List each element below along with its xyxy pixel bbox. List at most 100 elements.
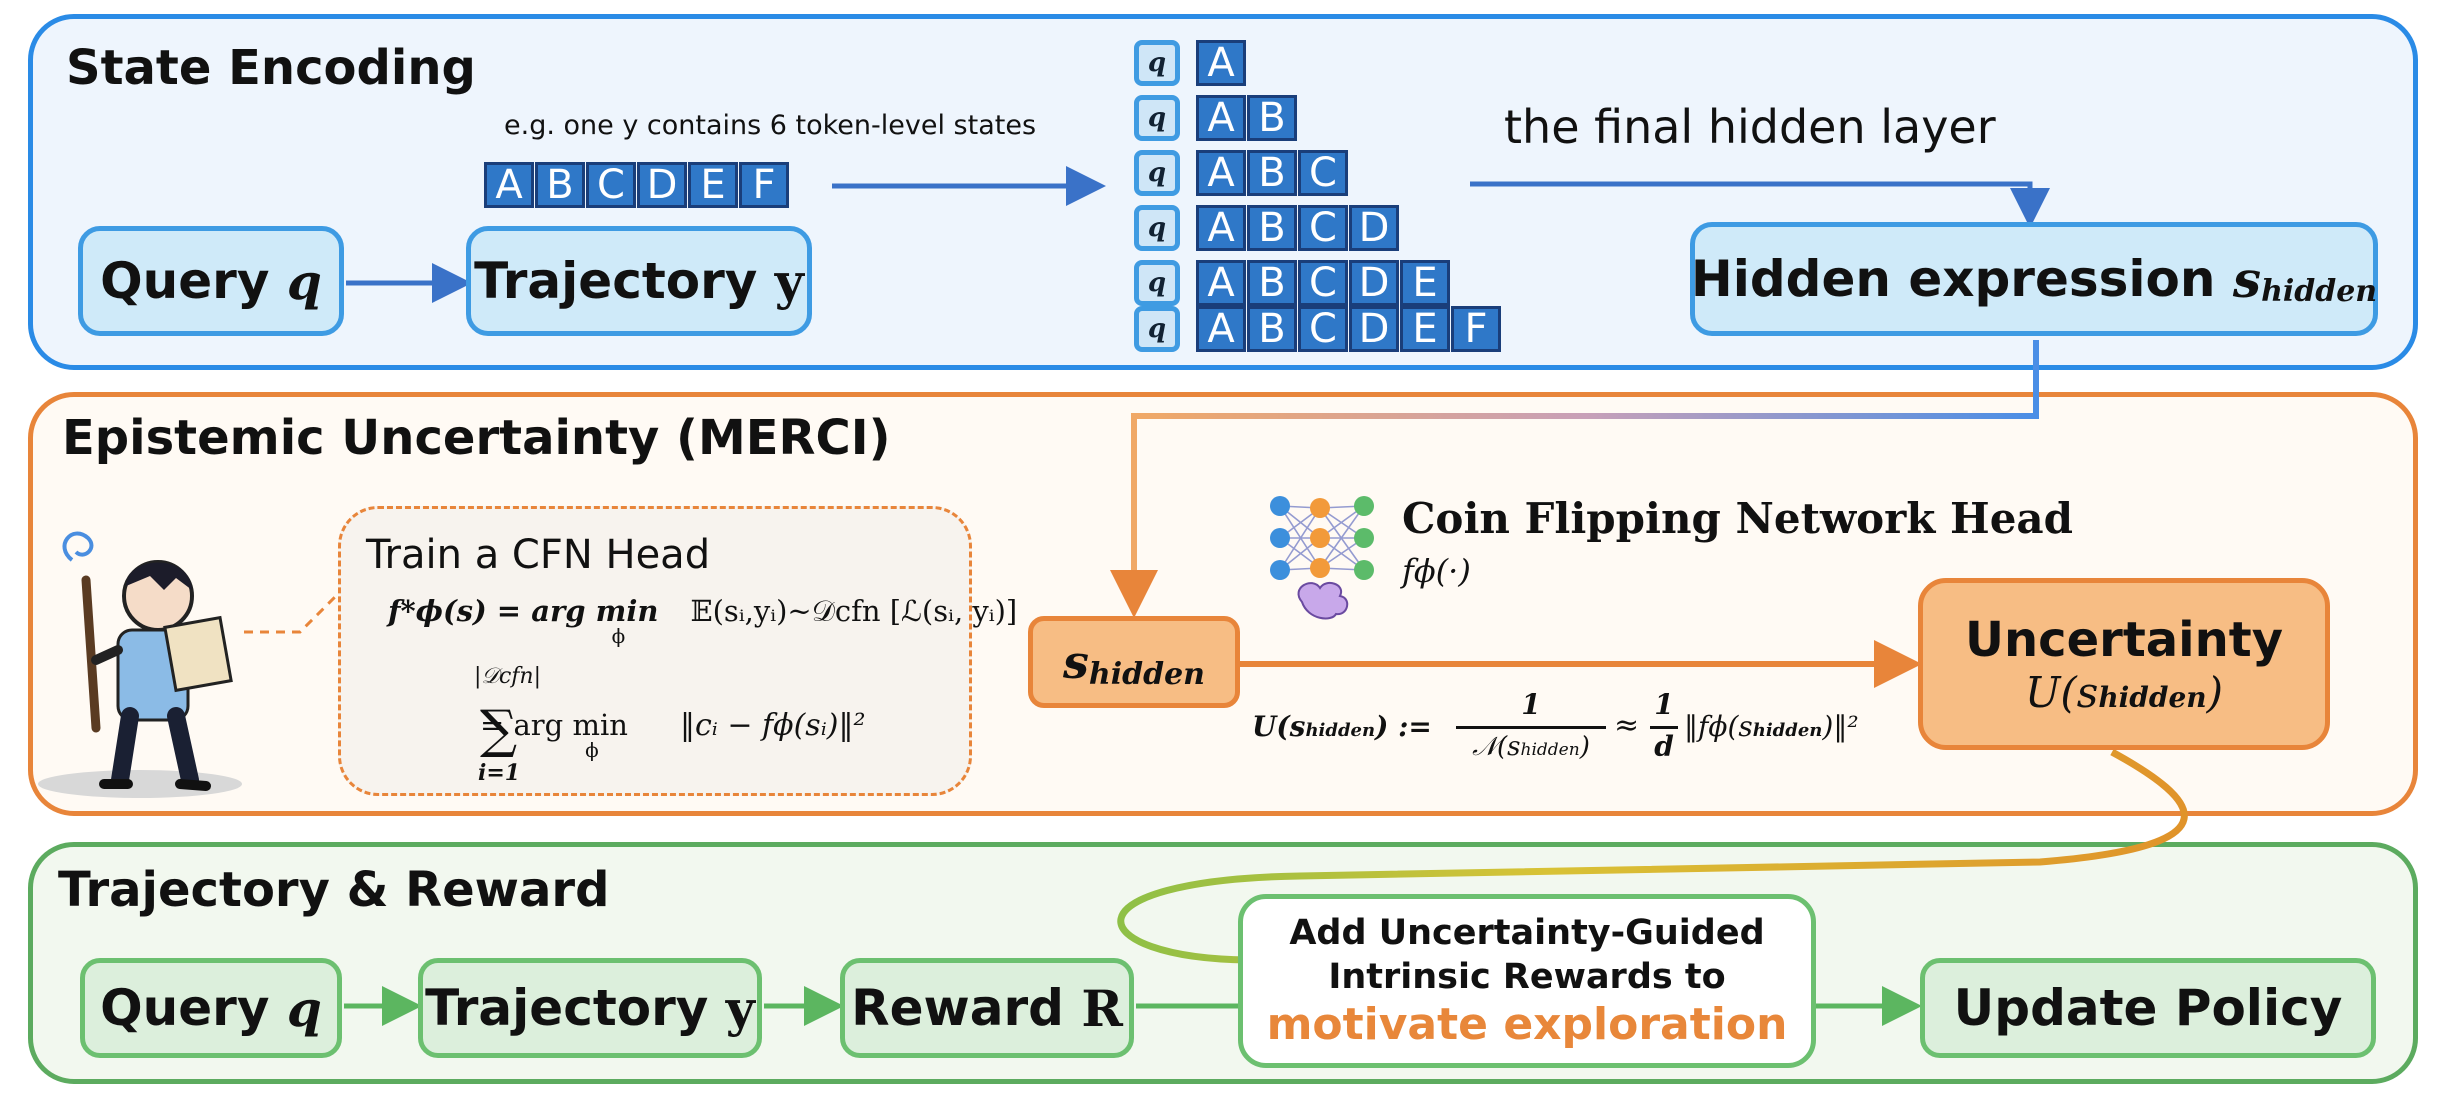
token: A <box>1196 205 1246 251</box>
prefix-row-5: A B C D E <box>1196 260 1451 306</box>
intrinsic-line-2: Intrinsic Rewards to <box>1328 957 1726 997</box>
cfn-eq1-sub: ϕ <box>611 624 626 648</box>
token: B <box>535 162 585 208</box>
section-title-uncertainty: Epistemic Uncertainty (MERCI) <box>62 410 891 466</box>
cfn-sum-bottom: i=1 <box>478 760 521 786</box>
u-frac1-den: 𝒩(shidden) <box>1472 732 1590 762</box>
token: C <box>586 162 636 208</box>
network-title: Coin Flipping Network Head <box>1402 494 2074 543</box>
u-norm-end: )‖² <box>1822 710 1859 743</box>
prefix-query-token: q <box>1134 260 1180 306</box>
u-norm-text: ‖fϕ(s <box>1684 710 1753 743</box>
u-frac2-bar <box>1650 726 1678 729</box>
final-hidden-layer-label: the final hidden layer <box>1504 100 1996 154</box>
uncertainty-symbol-line: U(shidden) <box>2025 668 2223 717</box>
token: D <box>1349 260 1399 306</box>
u-frac2-den: d <box>1654 730 1674 763</box>
example-note: e.g. one y contains 6 token-level states <box>504 110 1037 141</box>
trajectory-symbol-bottom: y <box>725 978 755 1038</box>
prefix-query-token: q <box>1134 306 1180 352</box>
query-symbol: q <box>286 251 322 311</box>
u-frac1-num: 1 <box>1521 688 1541 721</box>
cfn-training-box <box>338 506 972 796</box>
cfn-eq1-rhs: 𝔼(sᵢ,yᵢ)~𝒟cfn [ℒ(sᵢ, yᵢ)] <box>690 594 1018 628</box>
uncertainty-symbol: U(s <box>2024 667 2099 717</box>
section-title-reward: Trajectory & Reward <box>58 862 610 918</box>
prefix-row-1: A <box>1196 40 1247 86</box>
update-policy-label: Update Policy <box>1953 979 2343 1037</box>
cfn-eq2-rhs: ‖cᵢ − fϕ(sᵢ)‖² <box>680 708 866 743</box>
prefix-row-6: A B C D E F <box>1196 306 1502 352</box>
prefix-row-4: A B C D <box>1196 205 1400 251</box>
query-label: Query <box>100 252 270 310</box>
token: C <box>1298 150 1348 196</box>
train-cfn-title: Train a CFN Head <box>366 532 711 578</box>
cfn-sum-top: |𝒟cfn| <box>474 664 542 689</box>
token: B <box>1247 306 1297 352</box>
arrow-to-hidden-expression <box>1470 181 2050 228</box>
token: B <box>1247 260 1297 306</box>
prefix-query-token: q <box>1134 95 1180 141</box>
intrinsic-highlight: motivate exploration <box>1266 999 1788 1050</box>
token: C <box>1298 205 1348 251</box>
u-frac2-num: 1 <box>1654 688 1674 721</box>
token: A <box>484 162 534 208</box>
trajectory-box-bottom: Trajectory y <box>418 958 762 1058</box>
query-box-top: Query q <box>78 226 344 336</box>
uncertainty-box: Uncertainty U(shidden) <box>1918 578 2330 750</box>
cfn-eq2-sub: ϕ <box>585 738 599 762</box>
hidden-symbol: s <box>2232 249 2262 309</box>
token: B <box>1247 205 1297 251</box>
uncertainty-sub: hidden <box>2098 680 2207 714</box>
u-frac1-den-sub: hidden <box>1520 740 1580 760</box>
section-title-state-encoding: State Encoding <box>66 40 476 96</box>
cfn-objective-line1: f*ϕ(s) = arg min ϕ 𝔼(sᵢ,yᵢ)~𝒟cfn [ℒ(sᵢ, … <box>388 594 1018 648</box>
trajectory-symbol: y <box>774 251 804 311</box>
u-approx: ≈ <box>1614 708 1640 743</box>
arrow-hidden-to-s-hidden <box>1110 340 2039 618</box>
update-policy-box: Update Policy <box>1920 958 2376 1058</box>
dashed-leader-line <box>244 578 354 634</box>
token: F <box>1451 306 1501 352</box>
sum-symbol: ∑ <box>480 700 518 760</box>
intrinsic-line-1: Add Uncertainty-Guided <box>1289 913 1765 953</box>
token: C <box>1298 306 1348 352</box>
s-hidden-subscript: hidden <box>1088 656 1205 692</box>
token: D <box>1349 205 1399 251</box>
u-lhs-sub: hidden <box>1305 720 1376 741</box>
network-function: fϕ(·) <box>1402 552 1471 590</box>
u-def: ) := <box>1375 710 1432 743</box>
s-hidden-symbol: s <box>1063 635 1089 689</box>
token-sequence: A B C D E F <box>484 162 790 208</box>
uncertainty-end: ) <box>2206 667 2224 717</box>
reward-box: Reward R <box>840 958 1134 1058</box>
token: C <box>1298 260 1348 306</box>
prefix-query-token: q <box>1134 150 1180 196</box>
uncertainty-label: Uncertainty <box>1964 611 2284 668</box>
trajectory-label-bottom: Trajectory <box>425 979 709 1037</box>
u-norm: ‖fϕ(shidden)‖² <box>1684 710 1859 743</box>
token: A <box>1196 306 1246 352</box>
token: B <box>1247 150 1297 196</box>
u-norm-sub: hidden <box>1752 720 1823 741</box>
token: A <box>1196 40 1246 86</box>
trajectory-box-top: Trajectory y <box>466 226 812 336</box>
token: A <box>1196 95 1246 141</box>
query-label-bottom: Query <box>100 979 270 1037</box>
prefix-row-2: A B <box>1196 95 1298 141</box>
token: A <box>1196 150 1246 196</box>
prefix-query-token: q <box>1134 205 1180 251</box>
u-frac1-den-text: 𝒩(s <box>1472 732 1521 762</box>
hidden-subscript: hidden <box>2261 273 2378 309</box>
reward-symbol: R <box>1081 978 1123 1038</box>
prefix-query-token: q <box>1134 40 1180 86</box>
u-frac1-bar <box>1456 726 1606 729</box>
cfn-eq2-lhs: = arg min <box>480 708 628 742</box>
intrinsic-reward-box: Add Uncertainty-Guided Intrinsic Rewards… <box>1238 894 1816 1068</box>
query-box-bottom: Query q <box>80 958 342 1058</box>
token: B <box>1247 95 1297 141</box>
query-symbol-bottom: q <box>286 978 322 1038</box>
token: A <box>1196 260 1246 306</box>
